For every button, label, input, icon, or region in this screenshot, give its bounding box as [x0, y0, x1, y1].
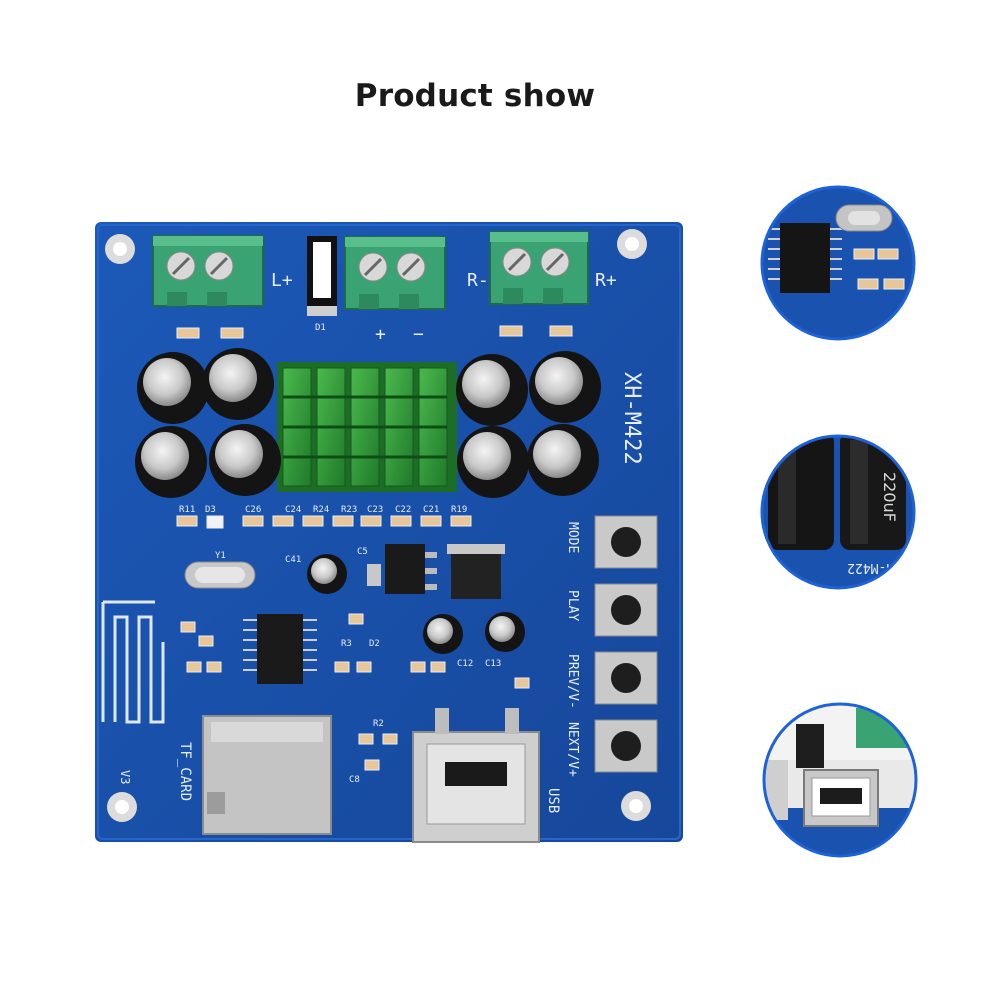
small-capacitors [307, 554, 525, 654]
usb-port [412, 708, 540, 843]
label-r2: R2 [373, 719, 384, 729]
label-d1: D1 [315, 323, 326, 333]
page-title: Product show [354, 78, 596, 114]
label-c5: C5 [357, 547, 368, 557]
model-label: XH-M422 [619, 372, 644, 465]
terminal-label-rminus: R- [467, 270, 489, 291]
amplifier-board-drawing: L+ + − R- R+ XH-M422 [95, 222, 683, 843]
button-label-play: PLAY [565, 590, 580, 621]
label-c41: C41 [285, 555, 301, 565]
terminal-label-lplus: L+ [271, 270, 293, 291]
terminal-label-plus: + [375, 324, 386, 345]
label-r24: R24 [313, 505, 329, 515]
detail-usb-drawing [762, 702, 918, 858]
terminal-label-minus: − [413, 324, 424, 345]
button-labels: MODE PLAY PREV/V- NEXT/V+ [565, 522, 580, 777]
detail-usb [760, 700, 920, 860]
tf-card-slot [202, 715, 332, 835]
label-d2: D2 [369, 639, 380, 649]
label-r3: R3 [341, 639, 352, 649]
detail-capacitors: 220uF XH-M422 [758, 432, 918, 592]
label-r11: R11 [179, 505, 195, 515]
terminal-label-rplus: R+ [595, 270, 617, 291]
label-c22: C22 [395, 505, 411, 515]
label-d3: D3 [205, 505, 216, 515]
label-c8: C8 [349, 775, 360, 785]
label-c23: C23 [367, 505, 383, 515]
button-label-mode: MODE [565, 522, 580, 553]
label-c13: C13 [485, 659, 501, 669]
label-c21: C21 [423, 505, 439, 515]
decoder-chip [243, 614, 317, 684]
regulators [367, 544, 505, 599]
heatsink [277, 362, 457, 492]
terminal-right [489, 231, 589, 305]
card-slot-label: TF_CARD [177, 742, 193, 801]
detail-capacitors-drawing: 220uF XH-M422 [760, 434, 916, 590]
push-buttons [594, 515, 658, 773]
detail-chip [758, 183, 918, 343]
detail-cap-text: 220uF [880, 472, 899, 522]
label-c26: C26 [245, 505, 261, 515]
terminal-middle [344, 236, 446, 310]
component-labels: D1 D2 D3 Y1 C5 C8 R3 R2 R11 R19 R23 R24 … [179, 323, 501, 785]
capacitors [135, 348, 601, 498]
button-label-next: NEXT/V+ [565, 722, 580, 777]
mounting-holes [105, 229, 651, 822]
label-y1: Y1 [215, 551, 226, 561]
crystal-y1 [184, 561, 256, 589]
diode-d1 [307, 236, 337, 316]
usb-label: USB [545, 788, 561, 813]
terminal-left [152, 235, 264, 307]
label-r19: R19 [451, 505, 467, 515]
amplifier-board: L+ + − R- R+ XH-M422 [95, 222, 685, 852]
button-label-prev: PREV/V- [565, 654, 580, 709]
label-c12: C12 [457, 659, 473, 669]
label-c24: C24 [285, 505, 301, 515]
label-r23: R23 [341, 505, 357, 515]
antenna-trace [101, 600, 165, 724]
detail-chip-drawing [760, 185, 916, 341]
version-label: V3 [118, 770, 132, 784]
smd-row [176, 515, 472, 529]
